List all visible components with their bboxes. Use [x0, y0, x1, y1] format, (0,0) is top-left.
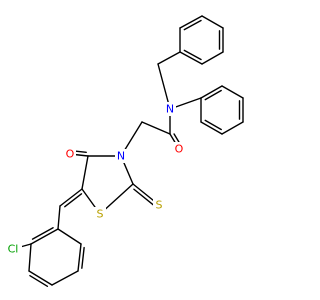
- atom-s-thione-label: S: [156, 199, 163, 212]
- single-bond: [57, 228, 82, 245]
- double-bond-inner: [29, 274, 49, 288]
- double-bond-main: [59, 188, 83, 207]
- atom-labels: N O N O S S Cl: [4, 102, 185, 256]
- atom-o-amide-label: O: [175, 143, 184, 156]
- double-bond-inner: [81, 246, 85, 269]
- atom-s-ring-label: S: [97, 208, 104, 221]
- double-bond-inner: [204, 89, 222, 101]
- atom-n-ring-label: N: [117, 150, 125, 163]
- single-bond: [157, 63, 171, 110]
- double-bond-main: [179, 15, 203, 29]
- double-bond-main: [77, 243, 82, 272]
- atom-n-amide-label: N: [166, 103, 174, 116]
- double-bond-main: [179, 51, 203, 65]
- single-bond: [201, 15, 224, 29]
- double-bond-main: [200, 121, 223, 135]
- double-bond-inner: [204, 119, 222, 131]
- atom-cl-label: Cl: [8, 243, 19, 256]
- single-bond: [157, 51, 181, 65]
- atom-s-ring: S: [94, 207, 106, 221]
- single-bond: [57, 205, 61, 230]
- double-bond-main: [30, 228, 59, 245]
- double-bond-inner: [183, 49, 202, 61]
- double-bond-main: [200, 85, 223, 99]
- atom-o-ring-label: O: [66, 148, 75, 161]
- atom-n-ring: N: [115, 149, 127, 163]
- atom-n-amide: N: [164, 102, 176, 116]
- single-bond: [221, 121, 244, 135]
- double-bond-main: [28, 270, 53, 286]
- double-bond-inner: [183, 19, 202, 31]
- double-bond-inner: [133, 188, 155, 206]
- atom-o-amide: O: [173, 142, 185, 156]
- single-bond: [81, 155, 89, 190]
- molecule-structure: N O N O S S Cl: [4, 15, 244, 288]
- atom-s-thione: S: [153, 198, 165, 212]
- bond-lines: [12, 15, 244, 288]
- double-bond-inner: [31, 227, 54, 240]
- atom-o-ring: O: [64, 147, 76, 161]
- single-bond: [221, 85, 244, 99]
- single-bond: [141, 121, 171, 135]
- atom-cl: Cl: [4, 242, 22, 256]
- single-bond: [28, 243, 32, 272]
- single-bond: [201, 51, 224, 65]
- single-bond: [51, 270, 79, 286]
- double-bond-inner: [64, 193, 83, 208]
